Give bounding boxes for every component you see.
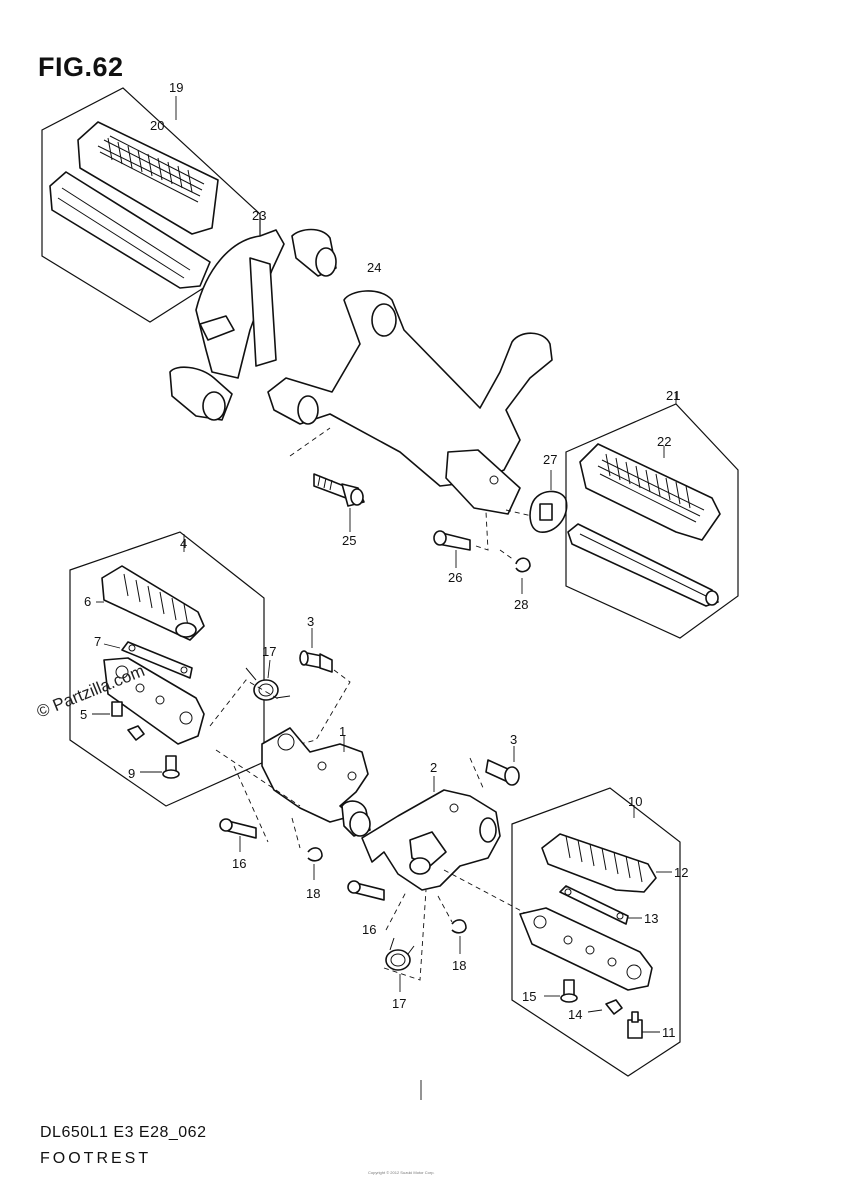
callout-22: 22 bbox=[657, 434, 671, 449]
plate-7 bbox=[103, 641, 193, 679]
callout-4: 4 bbox=[180, 536, 187, 551]
callout-17b: 17 bbox=[392, 996, 406, 1011]
callout-5: 5 bbox=[80, 707, 87, 722]
callout-14: 14 bbox=[568, 1007, 582, 1022]
callout-labels: 19 20 23 24 21 22 27 25 26 28 4 6 7 5 9 … bbox=[80, 80, 688, 1040]
bolt-3-upper bbox=[299, 628, 351, 745]
spring-17-lower bbox=[383, 889, 427, 992]
bolt-11 bbox=[627, 1011, 660, 1039]
figure-name: FOOTREST bbox=[40, 1150, 152, 1167]
bolt-25 bbox=[313, 473, 365, 532]
rubber-pad-6 bbox=[96, 565, 205, 641]
washer-27 bbox=[505, 470, 568, 533]
callout-16b: 16 bbox=[362, 922, 376, 937]
callout-13: 13 bbox=[644, 911, 658, 926]
figure-title: FIG.62 bbox=[38, 52, 124, 82]
callout-24: 24 bbox=[367, 260, 381, 275]
callout-1: 1 bbox=[339, 724, 346, 739]
kit-box-21 bbox=[565, 392, 739, 639]
callout-25: 25 bbox=[342, 533, 356, 548]
callout-2: 2 bbox=[430, 760, 437, 775]
fine-print: Copyright © 2012 Suzuki Motor Corp. bbox=[368, 1170, 435, 1175]
callout-3a: 3 bbox=[307, 614, 314, 629]
kit-box-10 bbox=[443, 787, 681, 1077]
callout-16a: 16 bbox=[232, 856, 246, 871]
pin-16-right bbox=[347, 880, 407, 931]
clip-18-left bbox=[291, 817, 323, 880]
rubber-pad-12 bbox=[541, 833, 672, 893]
callout-7: 7 bbox=[94, 634, 101, 649]
bolt-9 bbox=[140, 755, 180, 779]
callout-18a: 18 bbox=[306, 886, 320, 901]
bolt-3-right bbox=[469, 746, 520, 791]
bolt-15 bbox=[544, 979, 578, 1003]
callout-27: 27 bbox=[543, 452, 557, 467]
footrest-bracket-10 bbox=[519, 907, 653, 991]
footrest-plate-19 bbox=[49, 171, 211, 289]
bracket-23 bbox=[169, 228, 337, 421]
footrest-plate-21 bbox=[567, 523, 719, 607]
callout-18b: 18 bbox=[452, 958, 466, 973]
spring-17-upper bbox=[209, 659, 291, 727]
pin-16-left bbox=[219, 765, 269, 852]
pin-26 bbox=[433, 511, 489, 568]
figure-code: DL650L1 E3 E28_062 bbox=[40, 1124, 207, 1141]
callout-6: 6 bbox=[84, 594, 91, 609]
rubber-pad-20 bbox=[77, 121, 219, 235]
clip-28 bbox=[499, 549, 531, 594]
callout-21: 21 bbox=[666, 388, 680, 403]
bolt-5 bbox=[92, 701, 123, 717]
bracket-24 bbox=[267, 290, 553, 515]
nut-8 bbox=[127, 725, 145, 741]
callout-3b: 3 bbox=[510, 732, 517, 747]
clip-18-right bbox=[437, 895, 467, 954]
callout-19: 19 bbox=[169, 80, 183, 95]
bracket-1 bbox=[215, 727, 371, 837]
bracket-2 bbox=[361, 776, 501, 891]
nut-14 bbox=[587, 999, 623, 1015]
callout-20: 20 bbox=[150, 118, 164, 133]
callout-10: 10 bbox=[628, 794, 642, 809]
callout-9: 9 bbox=[128, 766, 135, 781]
callout-15: 15 bbox=[522, 989, 536, 1004]
rubber-pad-22 bbox=[579, 443, 721, 541]
callout-23: 23 bbox=[252, 208, 266, 223]
callout-17a: 17 bbox=[262, 644, 276, 659]
callout-26: 26 bbox=[448, 570, 462, 585]
callout-11: 11 bbox=[662, 1025, 676, 1040]
callout-12: 12 bbox=[674, 865, 688, 880]
callout-28: 28 bbox=[514, 597, 528, 612]
plate-13 bbox=[559, 885, 642, 925]
